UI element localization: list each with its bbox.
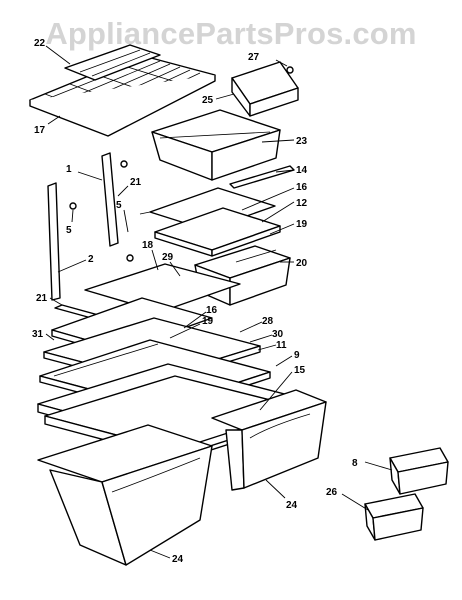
callout-24-right: 24: [286, 500, 298, 511]
callout-29: 29: [162, 252, 174, 263]
watermark-logo: AppliancePartsPros.com: [45, 16, 417, 51]
callout-19-upper: 19: [296, 219, 308, 230]
callout-21-upper: 21: [130, 177, 142, 188]
right-crisper-drawer: [211, 389, 327, 491]
wire-shelf: [29, 44, 216, 137]
callout-12: 12: [296, 198, 308, 209]
callout-1: 1: [66, 164, 72, 175]
deli-pan: [151, 109, 281, 181]
callout-2: 2: [88, 254, 94, 265]
callout-20: 20: [296, 258, 308, 269]
door-bins: [364, 447, 449, 541]
callout-23: 23: [296, 136, 308, 147]
callout-16-upper: 16: [296, 182, 308, 193]
upper-glass-shelf: [139, 187, 281, 257]
callout-18: 18: [142, 240, 154, 251]
leader-lines: [45, 45, 393, 559]
dairy-compartment: [231, 61, 299, 117]
callout-22: 22: [34, 38, 46, 49]
callout-28: 28: [262, 316, 274, 327]
callout-9: 9: [294, 350, 300, 361]
callout-17: 17: [34, 125, 46, 136]
callout-24-left: 24: [172, 554, 184, 565]
callout-16-lower: 16: [206, 305, 218, 316]
left-crisper-drawer: [37, 424, 213, 566]
callout-14: 14: [296, 165, 308, 176]
callout-5-left: 5: [66, 225, 72, 236]
callout-30: 30: [272, 329, 284, 340]
callout-15: 15: [294, 365, 306, 376]
callout-5-right: 5: [116, 200, 122, 211]
callout-26: 26: [326, 487, 338, 498]
callout-labels: 22 17 27 25 23 14 16 12 19 20 1 21 5 5 1…: [32, 38, 358, 565]
callout-11: 11: [276, 340, 287, 351]
callout-21-lower: 21: [36, 293, 48, 304]
callout-27: 27: [248, 52, 260, 63]
callout-8: 8: [352, 458, 358, 469]
shelf-ladders: [47, 152, 134, 301]
callout-31: 31: [32, 329, 44, 340]
callout-25: 25: [202, 95, 214, 106]
callout-19-lower: 19: [202, 316, 214, 327]
